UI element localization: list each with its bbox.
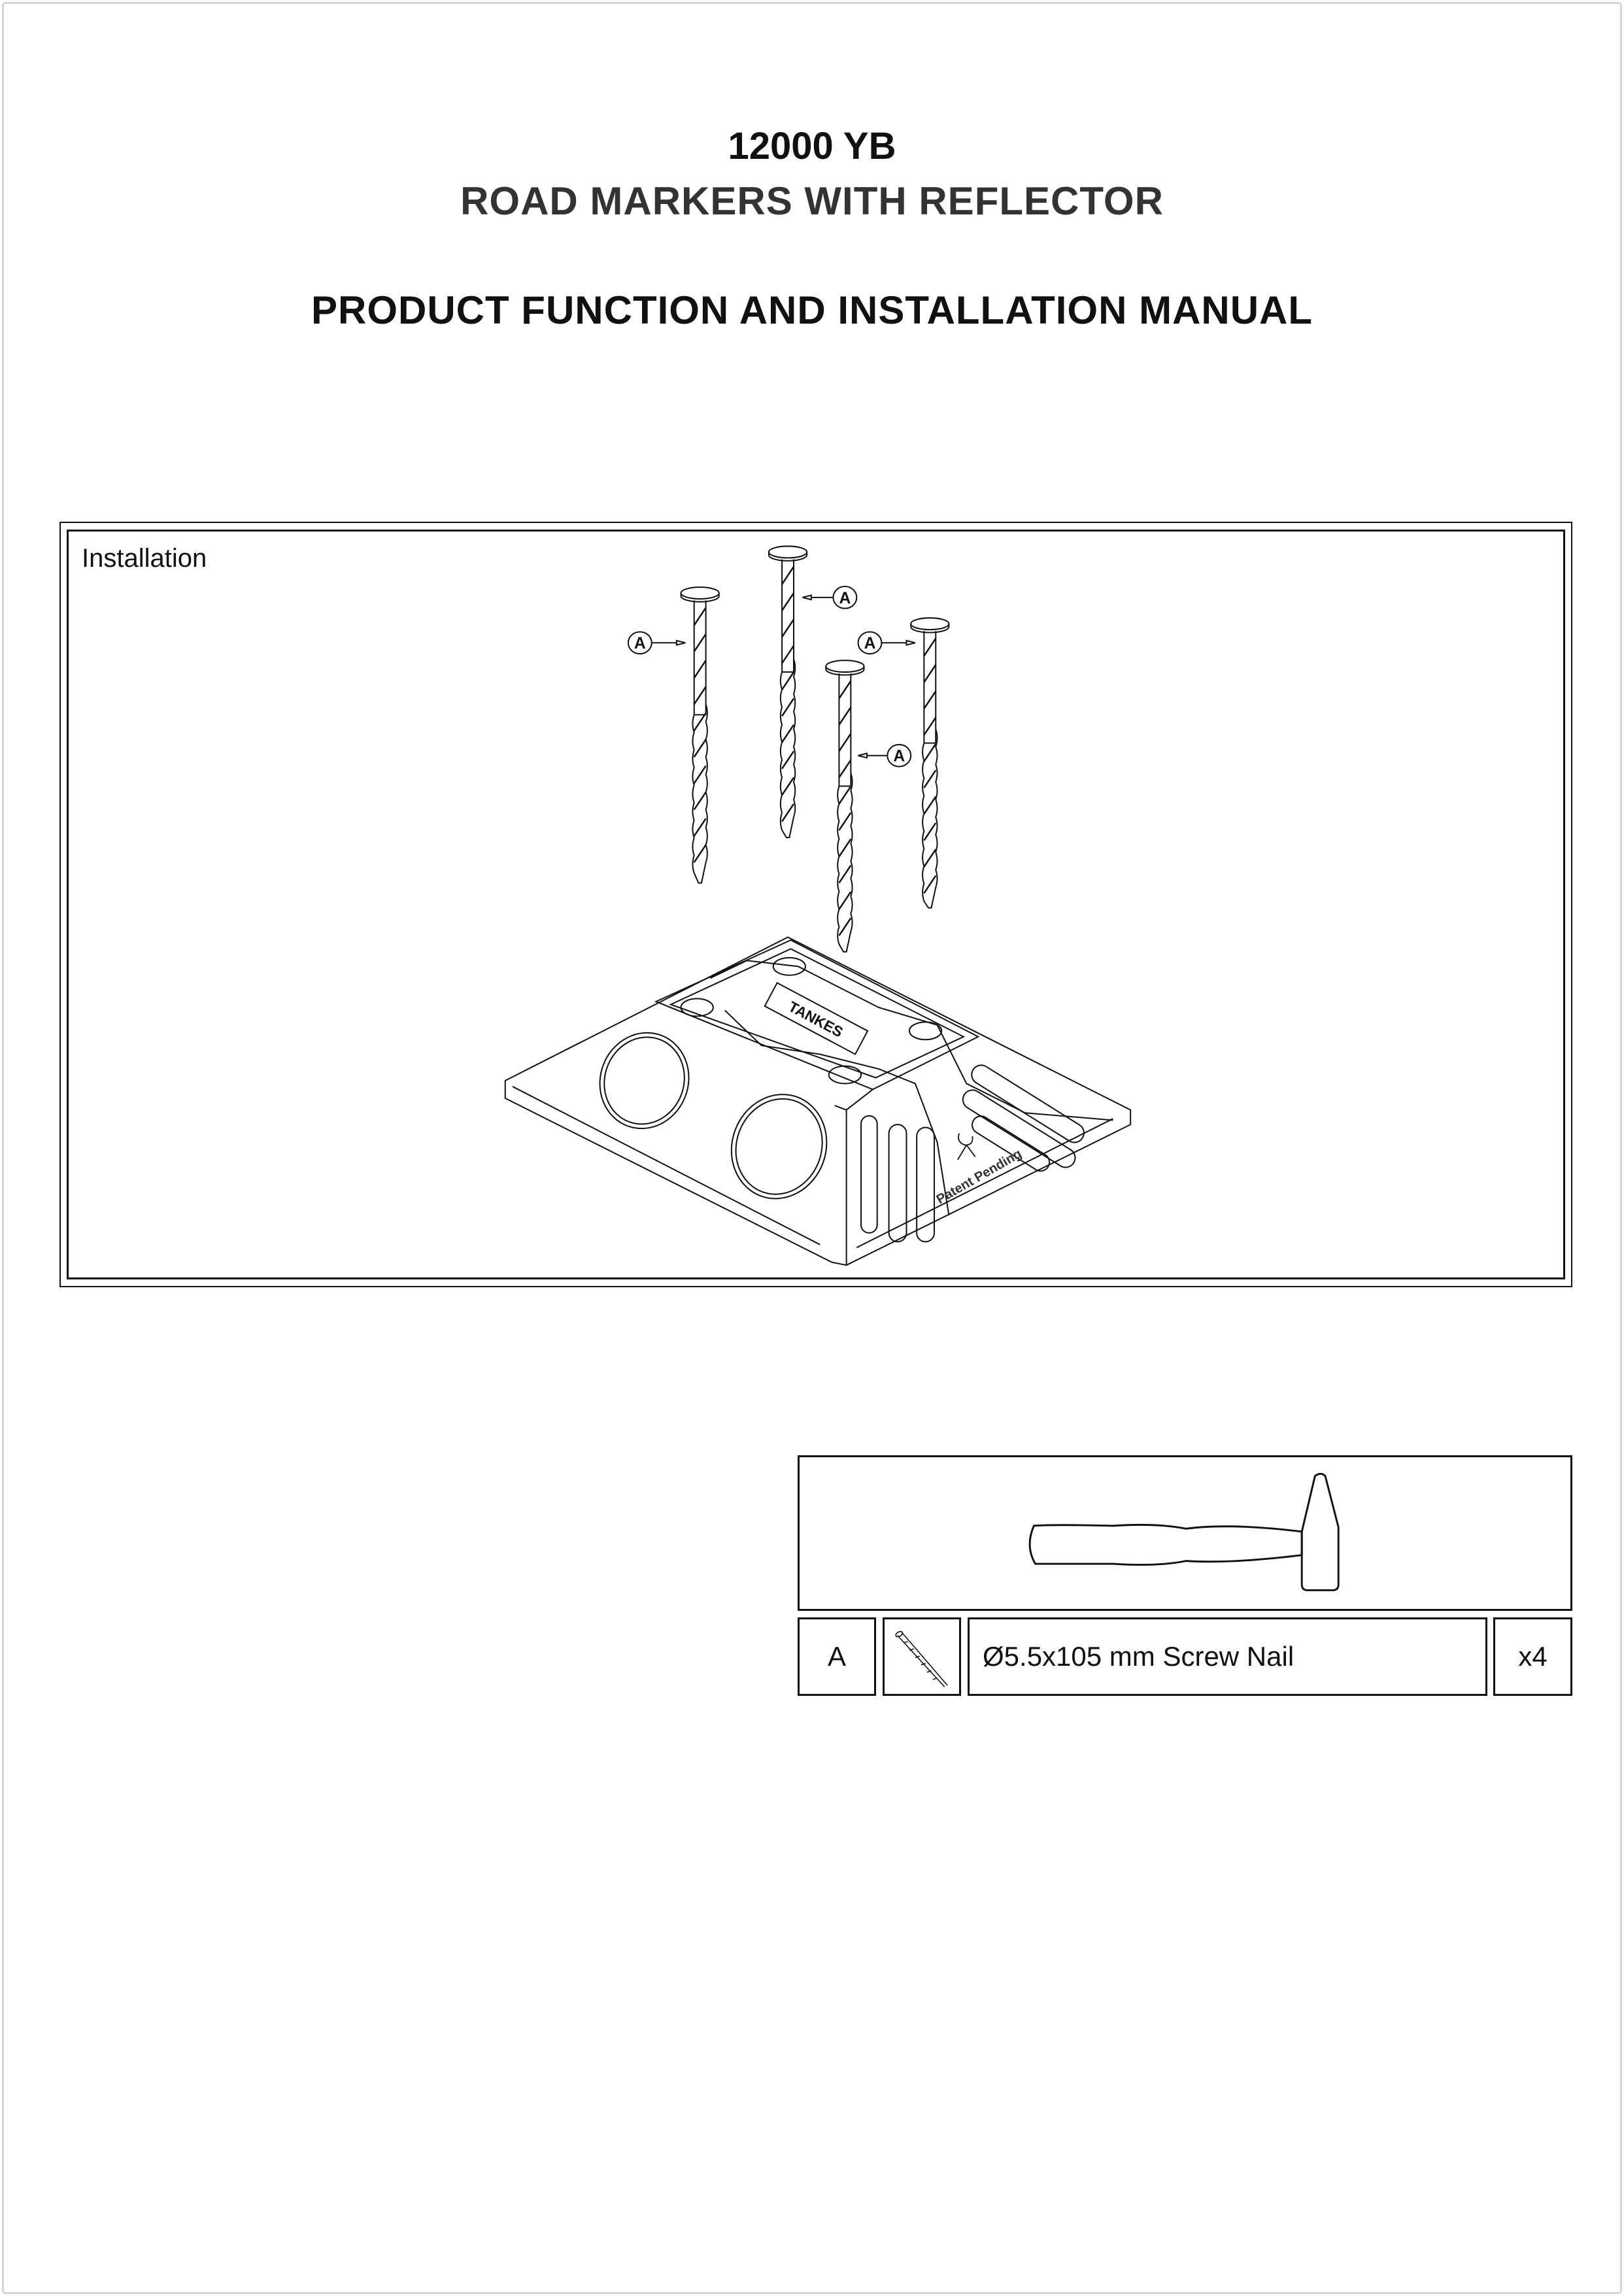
part-quantity: x4 bbox=[1518, 1641, 1548, 1672]
reflector-hole bbox=[735, 1098, 823, 1195]
callout-a: A bbox=[857, 631, 916, 655]
marker-front-edge bbox=[834, 1089, 873, 1266]
mount-hole bbox=[680, 998, 714, 1017]
vertical-slot bbox=[916, 1126, 936, 1243]
screw-nail bbox=[680, 586, 720, 884]
callout-label: A bbox=[864, 635, 876, 652]
product-subtitle: ROAD MARKERS WITH REFLECTOR bbox=[460, 179, 1164, 223]
marker-top-face-inner bbox=[669, 948, 966, 1079]
vertical-slot bbox=[860, 1115, 878, 1234]
marker-base-outline bbox=[504, 936, 1132, 1266]
mount-hole bbox=[772, 956, 806, 976]
brand-text: TANKES bbox=[786, 998, 846, 1041]
reflector-hole bbox=[603, 1036, 685, 1125]
tool-box bbox=[798, 1455, 1572, 1611]
part-quantity-cell: x4 bbox=[1493, 1617, 1572, 1696]
callout-a: A bbox=[627, 631, 686, 655]
part-key-cell: A bbox=[798, 1617, 876, 1696]
installation-frame bbox=[59, 522, 1572, 1287]
reflector-hole bbox=[730, 1094, 828, 1200]
screw-nail-icon bbox=[895, 1630, 948, 1687]
callout-label: A bbox=[634, 635, 646, 652]
screw-nail bbox=[910, 617, 950, 909]
screw-nail bbox=[768, 545, 808, 839]
road-marker-illustration: TANKES Patent Pending bbox=[504, 936, 1132, 1266]
marker-base-inner-edge bbox=[512, 1086, 1113, 1249]
diagonal-slot bbox=[971, 1064, 1085, 1143]
logo-icon bbox=[957, 1133, 976, 1160]
diagonal-slot bbox=[962, 1089, 1076, 1168]
marker-ridge bbox=[709, 960, 1113, 1216]
installation-label: Installation bbox=[82, 544, 207, 573]
part-key: A bbox=[827, 1641, 846, 1672]
patent-text: Patent Pending bbox=[934, 1147, 1024, 1207]
part-image-cell bbox=[883, 1617, 961, 1696]
document-title: PRODUCT FUNCTION AND INSTALLATION MANUAL bbox=[311, 288, 1313, 332]
callouts: A A A A bbox=[627, 586, 916, 768]
installation-frame-inner bbox=[67, 530, 1565, 1279]
model-title: 12000 YB bbox=[728, 125, 896, 167]
callout-a: A bbox=[802, 586, 858, 609]
callout-a: A bbox=[858, 743, 912, 768]
diagonal-slot bbox=[972, 1115, 1051, 1172]
callout-label: A bbox=[839, 590, 851, 607]
mount-hole bbox=[908, 1021, 943, 1041]
part-description-cell: Ø5.5x105 mm Screw Nail bbox=[968, 1617, 1487, 1696]
callout-label: A bbox=[893, 748, 905, 766]
vertical-slot bbox=[888, 1124, 907, 1243]
reflector-hole bbox=[599, 1032, 690, 1130]
screw-nails bbox=[680, 545, 950, 953]
part-description: Ø5.5x105 mm Screw Nail bbox=[983, 1641, 1294, 1672]
hammer-icon bbox=[1028, 1472, 1340, 1591]
mount-hole bbox=[828, 1065, 862, 1085]
screw-nail bbox=[825, 660, 865, 953]
